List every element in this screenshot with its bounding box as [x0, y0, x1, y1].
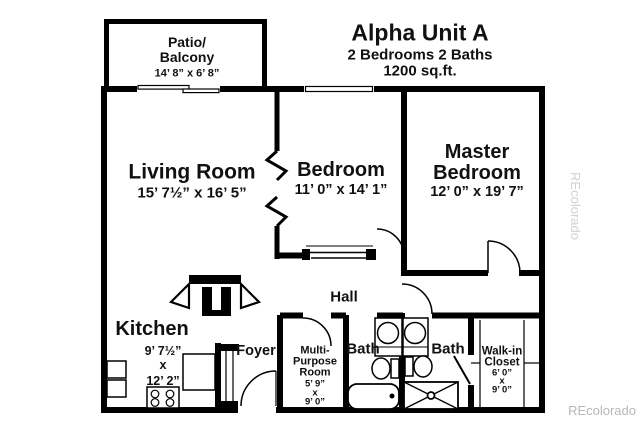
- entry-door: [238, 370, 277, 416]
- patio-label-1: Patio/: [167, 34, 207, 50]
- multi-purpose-dim-2: 9’ 0”: [304, 396, 326, 408]
- bedroom-window: [304, 84, 374, 94]
- walk-in-closet-dim-1: 6’ 0”: [491, 367, 513, 379]
- multi-purpose-label-1: Multi-: [300, 344, 330, 357]
- stove-icon: [146, 386, 180, 409]
- patio-sliding-door: [137, 84, 220, 94]
- watermark-bottom: REcolorado: [568, 403, 636, 418]
- walk-in-closet-dim-2: 9’ 0”: [491, 384, 513, 396]
- kitchen-cabinets-icon: [106, 360, 127, 398]
- closet-rod-lines: [471, 320, 540, 408]
- bedroom-closet: [277, 245, 376, 260]
- multi-purpose-door-arc: [302, 317, 332, 347]
- sink-right-icon: [402, 317, 429, 357]
- foyer-label: Foyer: [236, 342, 276, 359]
- multi-purpose-label-2: Purpose: [292, 355, 338, 368]
- living-room-dims: 15’ 7½” x 16’ 5”: [137, 184, 247, 202]
- bedroom-dims: 11’ 0” x 14’ 1”: [294, 181, 388, 198]
- sink-left-icon: [374, 317, 403, 357]
- watermark-side: REcolorado: [568, 172, 583, 240]
- bedroom-door-arc: [376, 228, 405, 257]
- hall-label: Hall: [330, 288, 358, 306]
- patio-label-2: Balcony: [159, 49, 215, 65]
- living-bedroom-wall: [264, 89, 289, 259]
- kitchen-dim-2: 12’ 2”: [146, 373, 180, 388]
- walk-in-closet-dim-x: x: [499, 375, 505, 387]
- kitchen-counter-icon: [182, 353, 216, 391]
- living-room-label: Living Room: [128, 160, 256, 184]
- bath-door-arc: [401, 283, 433, 315]
- multi-purpose-dim-1: 5’ 9”: [304, 378, 326, 390]
- patio-dims: 14’ 8” x 6’ 8”: [154, 67, 220, 80]
- bathtub-icon: [347, 383, 400, 410]
- lower-vertical-walls: [215, 313, 474, 410]
- master-bedroom-label-1: Master: [444, 141, 510, 163]
- master-bedroom-dims: 12’ 0” x 19’ 7”: [430, 183, 524, 200]
- multi-purpose-label-3: Room: [299, 366, 331, 379]
- bath-left-label: Bath: [346, 340, 380, 358]
- toilet-right-icon: [404, 355, 433, 378]
- walk-in-closet-label-2: Closet: [484, 356, 520, 369]
- fireplace-icon: [168, 275, 262, 316]
- multi-purpose-dim-x: x: [312, 387, 318, 399]
- closet-door: [453, 355, 471, 385]
- title-beds-baths: 2 Bedrooms 2 Baths: [347, 46, 493, 64]
- kitchen-label: Kitchen: [115, 318, 189, 340]
- title-sqft: 1200 sq.ft.: [383, 62, 457, 80]
- patio-walls: [104, 19, 267, 91]
- bath-right-label: Bath: [431, 340, 465, 358]
- toilet-left-icon: [371, 357, 400, 380]
- master-door-arc: [487, 240, 521, 274]
- master-bedroom-label-2: Bedroom: [433, 162, 521, 184]
- page-title: Alpha Unit A: [351, 19, 489, 46]
- kitchen-dim-1: 9’ 7½”: [144, 343, 182, 358]
- kitchen-dim-x: x: [159, 357, 167, 372]
- bedroom-label: Bedroom: [297, 159, 385, 181]
- shower-icon: [403, 381, 459, 410]
- walk-in-closet-label-1: Walk-in: [481, 345, 523, 358]
- foyer-closet: [218, 344, 239, 408]
